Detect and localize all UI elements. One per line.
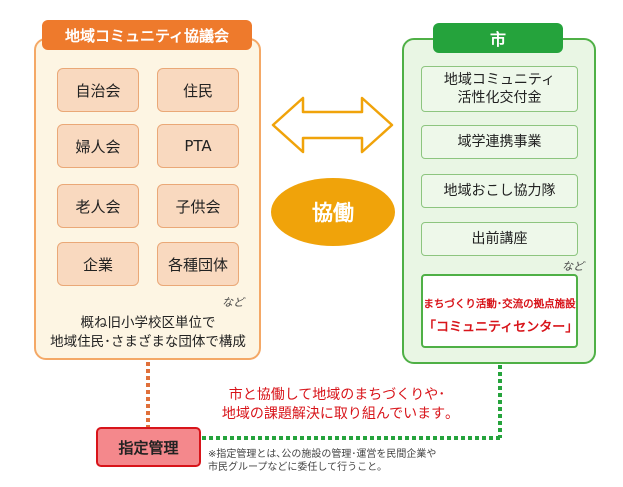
program-box: 地域コミュニティ 活性化交付金 [421,66,578,112]
message-line: 市と協働して地域のまちづくりや･ [228,387,446,403]
community-center-caption: まちづくり活動･交流の拠点施設 [423,298,576,310]
double-arrow-icon [271,96,394,154]
program-box: 出前講座 [421,222,578,256]
designated-management-box: 指定管理 [96,427,201,467]
org-box: 子供会 [157,184,239,228]
org-box: 老人会 [57,184,139,228]
org-box: 婦人会 [57,124,139,168]
program-line: 地域コミュニティ [443,72,556,88]
org-box: 住民 [157,68,239,112]
community-council-title: 地域コミュニティ協議会 [42,20,252,50]
program-box: 域学連携事業 [421,125,578,159]
collaboration-message: 市と協働して地域のまちづくりや･ 地域の課題解決に取り組んでいます｡ [192,386,482,424]
left-etc-label: など [222,296,244,309]
note-line: 概ね旧小学校区単位で [80,315,216,331]
management-footnote: ※指定管理とは､公の施設の管理･運営を民間企業や 市民グループなどに委任して行う… [208,448,478,474]
message-line: 地域の課題解決に取り組んでいます｡ [221,406,453,422]
council-composition-note: 概ね旧小学校区単位で 地域住民･さまざまな団体で構成 [40,314,256,352]
footnote-line: 市民グループなどに委任して行うこと｡ [208,462,383,473]
program-line: 活性化交付金 [457,90,542,106]
org-box: 各種団体 [157,242,239,286]
city-title: 市 [433,23,563,53]
collaboration-oval: 協働 [271,178,395,246]
org-box: 企業 [57,242,139,286]
community-center-box: まちづくり活動･交流の拠点施設 「コミュニティセンター」 [421,274,578,348]
right-etc-label: など [562,260,584,273]
community-center-name: 「コミュニティセンター」 [423,320,579,335]
org-box: PTA [157,124,239,168]
org-box: 自治会 [57,68,139,112]
footnote-line: ※指定管理とは､公の施設の管理･運営を民間企業や [208,449,437,460]
program-box: 地域おこし協力隊 [421,174,578,208]
note-line: 地域住民･さまざまな団体で構成 [50,334,246,350]
